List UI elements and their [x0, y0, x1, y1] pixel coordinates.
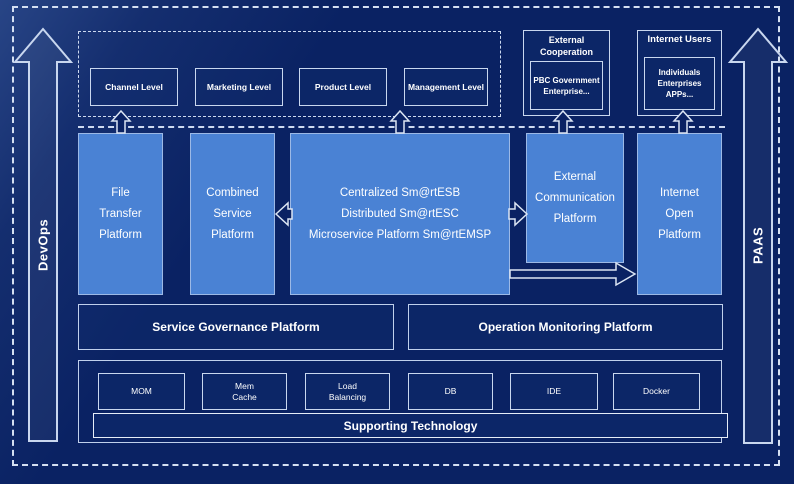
individuals-box: Individuals Enterprises APPs... — [644, 57, 715, 110]
management-level-label: Management Level — [407, 81, 485, 92]
service-governance-platform-box: Service Governance Platform — [78, 304, 394, 350]
tech-box-mem-cache: Mem Cache — [202, 373, 287, 410]
levels-group-frame — [78, 31, 501, 117]
paas-label: PAAS — [750, 226, 766, 264]
product-level-box: Product Level — [299, 68, 387, 106]
internet-users-box: Internet Users Individuals Enterprises A… — [637, 30, 722, 116]
channel-level-box: Channel Level — [90, 68, 178, 106]
tech-box-mom: MOM — [98, 373, 185, 410]
combined-service-platform-box: Combined Service Platform — [190, 133, 275, 295]
file-transfer-platform-box: File Transfer Platform — [78, 133, 163, 295]
tech-box-ide: IDE — [510, 373, 598, 410]
smart-esb-platform-box: Centralized Sm@rtESB Distributed Sm@rtES… — [290, 133, 510, 295]
tech-box-load-balancing: Load Balancing — [305, 373, 390, 410]
product-level-label: Product Level — [314, 81, 372, 92]
management-level-box: Management Level — [404, 68, 488, 106]
internet-open-platform-box: Internet Open Platform — [637, 133, 722, 295]
pbc-government-box: PBC Government Enterprise... — [530, 61, 603, 110]
external-communication-platform-box: External Communication Platform — [526, 133, 624, 263]
dashed-separator-line — [78, 126, 725, 128]
supporting-technology-frame — [78, 360, 722, 443]
devops-label: DevOps — [35, 218, 51, 272]
external-cooperation-box: External Cooperation PBC Government Ente… — [523, 30, 610, 116]
tech-box-db: DB — [408, 373, 493, 410]
channel-level-label: Channel Level — [105, 81, 163, 92]
supporting-technology-banner: Supporting Technology — [93, 413, 728, 438]
operation-monitoring-platform-box: Operation Monitoring Platform — [408, 304, 723, 350]
external-cooperation-title: External Cooperation — [540, 35, 593, 57]
internet-users-title: Internet Users — [647, 34, 712, 45]
marketing-level-box: Marketing Level — [195, 68, 283, 106]
tech-box-docker: Docker — [613, 373, 700, 410]
marketing-level-label: Marketing Level — [206, 81, 272, 92]
